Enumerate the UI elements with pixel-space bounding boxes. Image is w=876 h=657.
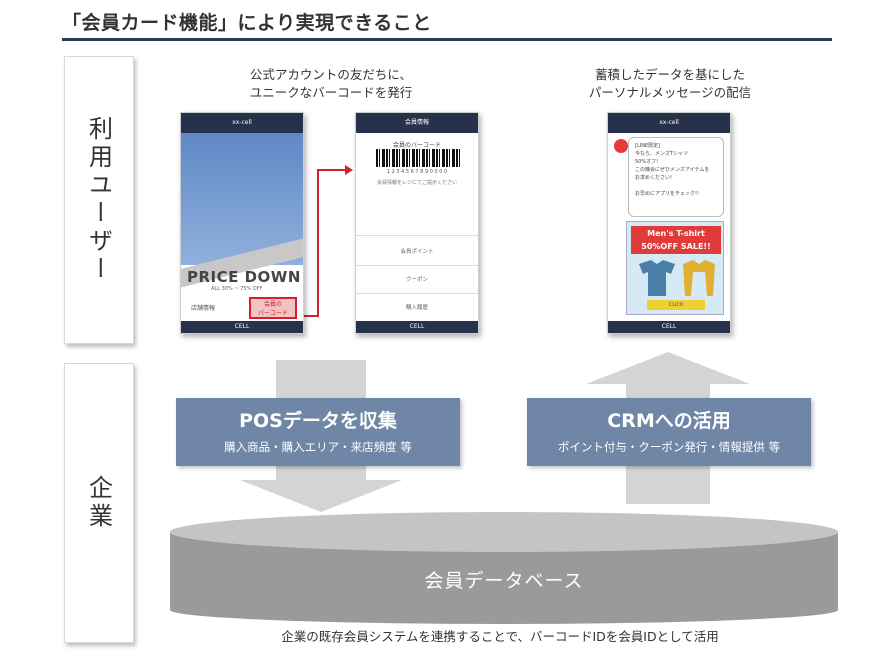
phone2-divider [356, 293, 478, 294]
caption-right: 蓄積したデータを基にした パーソナルメッセージの配信 [545, 66, 795, 102]
crm-subtext: ポイント付与・クーポン発行・情報提供 等 [557, 440, 781, 454]
phone1-store-info[interactable]: 店舗情報 [191, 305, 216, 312]
phone-barcode-screen: 会員情報 会員のバーコード 1 2 3 4 5 6 7 8 9 0 0 0 0 … [355, 112, 479, 334]
phone3-msg-line: [LINE限定] [635, 143, 661, 149]
phone3-sale-heading: Men's T-shirt 50%OFF SALE!! [631, 226, 721, 254]
phone3-msg-line: お求めください! [635, 175, 673, 181]
phone3-msg-line [635, 182, 717, 190]
phone3-message-bubble: [LINE限定] 今なら、メンズTシャツ 50%オフ! この機会にぜひメンズアイ… [628, 137, 724, 217]
phone3-msg-line: 今なら、メンズTシャツ [635, 151, 688, 157]
phone3-footer: CELL [608, 321, 730, 333]
phone1-header: xx-cell [181, 113, 303, 133]
phone-message-screen: xx-cell [LINE限定] 今なら、メンズTシャツ 50%オフ! この機会… [607, 112, 731, 334]
phone3-msg-line: お早めにアプリをチェック!! [635, 191, 700, 197]
phone1-headline: PRICE DOWN [187, 268, 301, 286]
pos-heading: POSデータを収集 [239, 410, 397, 432]
pos-subtext: 購入商品・購入エリア・来店頻度 等 [224, 440, 412, 454]
caption-left-line2: ユニークなバーコードを発行 [249, 85, 413, 100]
corp-side-label-box: 企業 [64, 363, 134, 643]
phone2-divider [356, 235, 478, 236]
phone2-menu-coupon[interactable]: クーポン [405, 277, 428, 283]
phone2-footer: CELL [356, 321, 478, 333]
title-underline [62, 38, 832, 41]
phone2-barcode [376, 149, 460, 167]
caption-right-line2: パーソナルメッセージの配信 [588, 85, 752, 100]
phone3-msg-line: この機会にぜひメンズアイテムを [635, 167, 710, 173]
database-top [170, 512, 838, 552]
phone3-sale-heading-line2: 50%OFF SALE!! [641, 242, 711, 251]
phone3-click-label: CLICK [668, 302, 684, 308]
page-title: 「会員カード機能」により実現できること [62, 12, 432, 34]
phone2-note: 会員情報をレジにてご提示ください [376, 180, 457, 186]
tshirt-yellow-icon [683, 260, 715, 296]
database-label: 会員データベース [424, 570, 584, 592]
caption-right-line1: 蓄積したデータを基にした [594, 67, 745, 82]
phone2-menu-points[interactable]: 会員ポイント [400, 249, 434, 255]
phone2-barcode-number: 1 2 3 4 5 6 7 8 9 0 0 0 0 [386, 169, 448, 175]
phone2-header: 会員情報 [356, 113, 478, 133]
phone3-msg-line: 50%オフ! [635, 159, 659, 165]
tshirt-blue-icon [639, 260, 675, 296]
phone3-sale-heading-line1: Men's T-shirt [647, 229, 705, 238]
tshirt-icons [639, 260, 715, 296]
crm-heading: CRMへの活用 [607, 410, 731, 432]
phone1-button-line2: バーコード [257, 310, 288, 317]
footer-note: 企業の既存会員システムを連携することで、バーコードIDを会員IDとして活用 [281, 629, 719, 644]
phone2-barcode-label: 会員のバーコード [392, 142, 441, 149]
phone2-divider [356, 265, 478, 266]
caption-left: 公式アカウントの友だちに、 ユニークなバーコードを発行 [206, 66, 456, 102]
phone3-click-button[interactable]: CLICK [647, 300, 705, 310]
phone1-button-line1: 会員の [263, 301, 282, 308]
phone1-member-barcode-button[interactable]: 会員の バーコード [249, 297, 297, 319]
user-side-label: 利用ユーザー [84, 116, 113, 284]
phone3-header: xx-cell [608, 113, 730, 133]
phone1-footer: CELL [181, 321, 303, 333]
brand-logo-icon [614, 139, 628, 153]
crm-box: CRMへの活用 ポイント付与・クーポン発行・情報提供 等 [527, 398, 811, 466]
phone3-sale-banner[interactable]: Men's T-shirt 50%OFF SALE!! CLICK [626, 221, 724, 315]
connector-arrow [302, 169, 347, 317]
database-bottom [170, 596, 838, 624]
user-side-label-box: 利用ユーザー [64, 56, 134, 344]
phone1-subline: ALL 30% ~ 75% OFF [211, 286, 263, 292]
connector-arrowhead [345, 165, 353, 175]
phone2-menu-history[interactable]: 購入履歴 [405, 305, 428, 311]
corp-side-label: 企業 [84, 475, 113, 531]
phone-coupon-screen: xx-cell PRICE DOWN ALL 30% ~ 75% OFF 店舗情… [180, 112, 304, 334]
pos-data-box: POSデータを収集 購入商品・購入エリア・来店頻度 等 [176, 398, 460, 466]
caption-left-line1: 公式アカウントの友だちに、 [249, 67, 413, 82]
